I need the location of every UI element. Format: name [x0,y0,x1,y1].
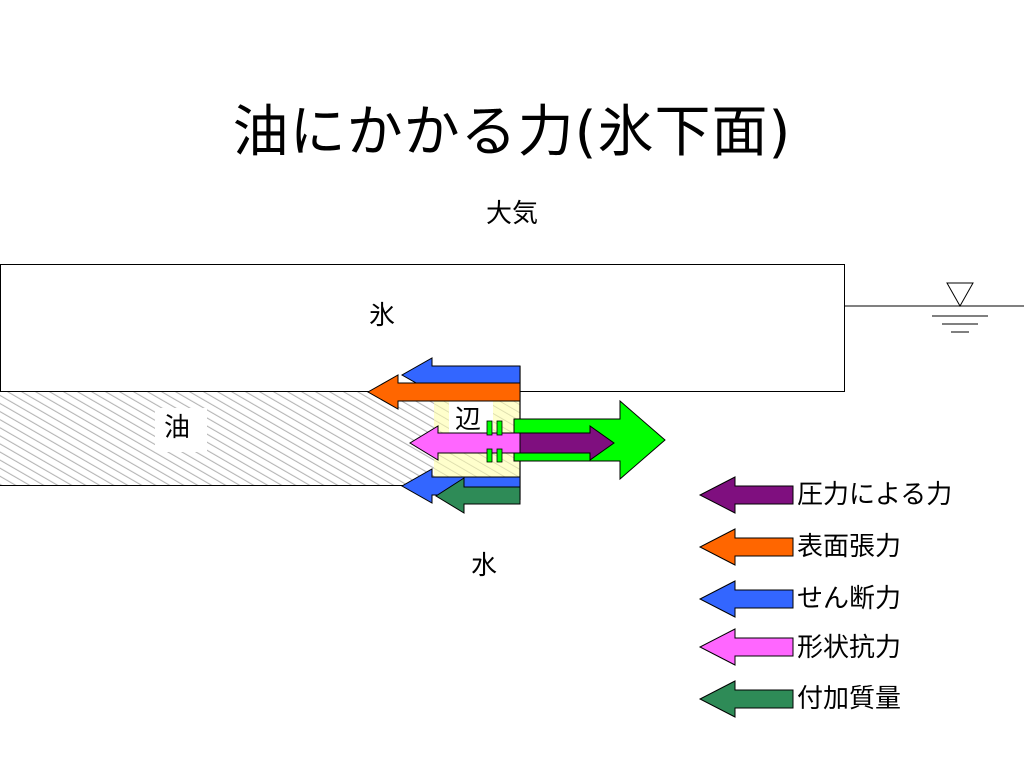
legend-label-pressure: 圧力による力 [797,480,953,510]
water-level-triangle [946,282,974,308]
pressure-force-arrow [519,425,615,461]
legend-arrow-surface-tension [698,528,794,566]
oil-label: 油 [164,413,191,443]
legend-arrow-pressure [698,476,794,514]
legend-label-surface-tension: 表面張力 [797,532,902,562]
water-label: 水 [471,551,498,581]
legend-arrow-shear [698,580,794,618]
edge-label-bg [449,400,493,436]
surface-tension-arrow [366,374,521,410]
equal-mark-bar-4 [496,448,503,463]
atmosphere-label: 大気 [486,199,539,229]
oil-label-bg [155,408,207,452]
legend-arrow-added-mass [698,680,794,718]
equal-mark-bar-3 [486,448,493,463]
ice-label-bg [360,297,408,335]
edge-label: 辺 [455,405,482,435]
equal-mark-bar-2 [496,420,503,436]
slide-title: 油にかかる力(氷下面) [232,100,792,165]
legend-label-shear: せん断力 [797,584,902,614]
equal-mark-bar-1 [486,420,493,436]
ice-label: 氷 [369,301,396,331]
form-drag-arrow [409,425,521,461]
legend-arrow-form-drag [698,628,794,666]
added-mass-arrow [435,477,521,514]
legend-label-form-drag: 形状抗力 [797,633,902,663]
legend-label-added-mass: 付加質量 [797,684,902,714]
